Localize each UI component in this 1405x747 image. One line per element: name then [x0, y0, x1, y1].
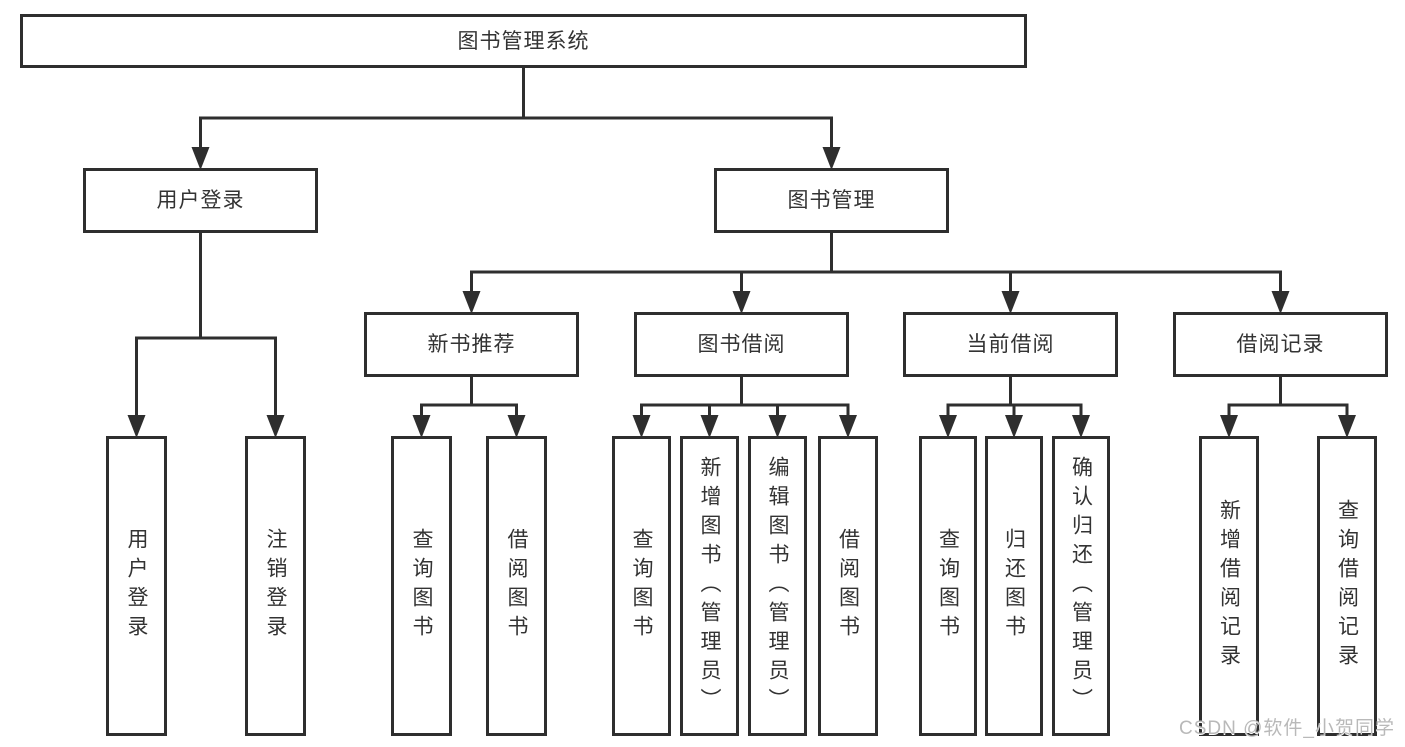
arrowhead-icon — [822, 147, 841, 170]
arrowhead-icon — [127, 415, 146, 438]
arrowhead-icon — [768, 415, 787, 438]
node-leaf-borrow-borrow-books: 借阅图书 — [818, 436, 878, 736]
arrowhead-icon — [412, 415, 431, 438]
node-leaf-recommend-query-books: 查询图书 — [391, 436, 452, 736]
node-leaf-return-books: 归还图书 — [985, 436, 1043, 736]
arrowhead-icon — [1338, 415, 1356, 438]
arrowhead-icon — [632, 415, 651, 438]
node-leaf-edit-books-admin: 编辑图书（管理员） — [748, 436, 807, 736]
node-leaf-borrow-query-books: 查询图书 — [612, 436, 671, 736]
node-new-book-recommend: 新书推荐 — [364, 312, 579, 377]
arrowhead-icon — [507, 415, 526, 438]
node-leaf-confirm-return-admin: 确认归还（管理员） — [1052, 436, 1110, 736]
node-leaf-query-borrow-record: 查询借阅记录 — [1317, 436, 1377, 736]
arrowhead-icon — [839, 415, 857, 438]
arrowhead-icon — [1001, 291, 1020, 314]
node-leaf-logout: 注销登录 — [245, 436, 306, 736]
node-leaf-user-login: 用户登录 — [106, 436, 167, 736]
arrowhead-icon — [1072, 415, 1090, 438]
node-leaf-add-borrow-record: 新增借阅记录 — [1199, 436, 1259, 736]
node-leaf-current-query-books: 查询图书 — [919, 436, 977, 736]
arrowhead-icon — [191, 147, 210, 170]
arrowhead-icon — [1271, 291, 1290, 314]
arrowhead-icon — [1005, 415, 1023, 438]
arrowhead-icon — [266, 415, 285, 438]
csdn-watermark: CSDN @软件_小贺同学 — [1179, 718, 1395, 739]
node-leaf-add-books-admin: 新增图书（管理员） — [680, 436, 739, 736]
node-borrow-records: 借阅记录 — [1173, 312, 1388, 377]
node-book-borrow: 图书借阅 — [634, 312, 849, 377]
node-system-root: 图书管理系统 — [20, 14, 1027, 68]
node-leaf-recommend-borrow-books: 借阅图书 — [486, 436, 547, 736]
arrowhead-icon — [939, 415, 957, 438]
arrowhead-icon — [700, 415, 719, 438]
node-book-management: 图书管理 — [714, 168, 949, 233]
arrowhead-icon — [462, 291, 481, 314]
node-current-borrow: 当前借阅 — [903, 312, 1118, 377]
arrowhead-icon — [732, 291, 751, 314]
node-user-login: 用户登录 — [83, 168, 318, 233]
arrowhead-icon — [1220, 415, 1238, 438]
